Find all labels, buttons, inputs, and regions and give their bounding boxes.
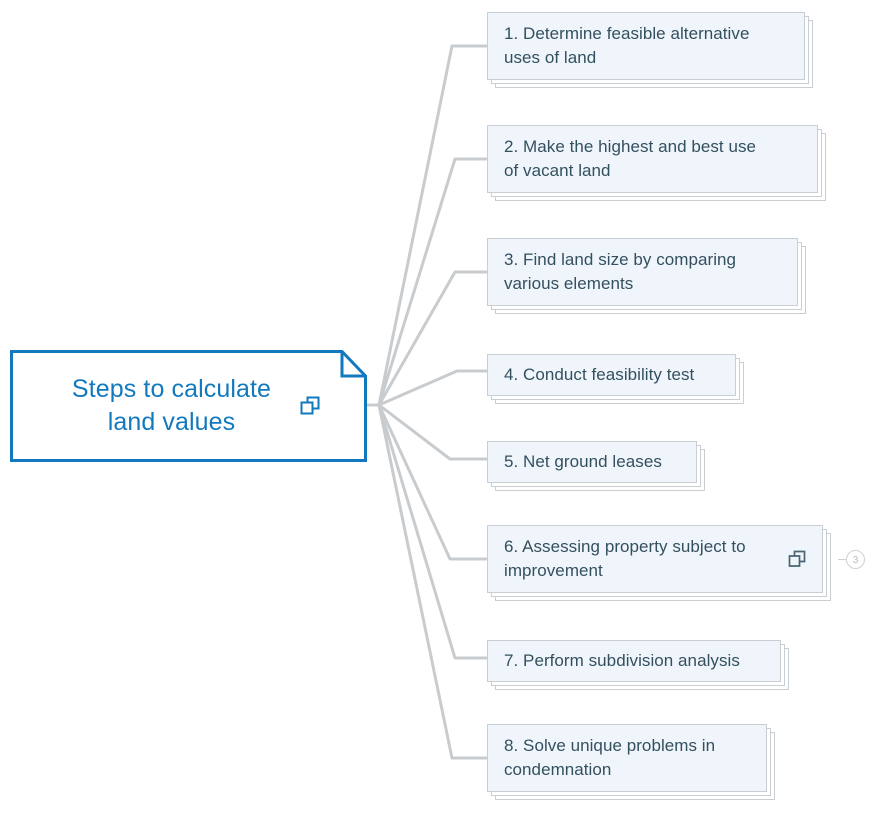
connector-7	[377, 403, 489, 660]
node-face[interactable]: 7. Perform subdivision analysis	[487, 640, 781, 682]
child-node-5[interactable]: 5. Net ground leases	[487, 441, 711, 493]
connector-3	[376, 270, 489, 408]
node-face[interactable]: 5. Net ground leases	[487, 441, 697, 483]
collapsed-children-badge[interactable]: 3	[846, 550, 865, 569]
child-node-7[interactable]: 7. Perform subdivision analysis	[487, 640, 795, 692]
node-label: 7. Perform subdivision analysis	[504, 651, 740, 670]
collapsed-badge-stub	[838, 559, 847, 560]
child-node-4[interactable]: 4. Conduct feasibility test	[487, 354, 750, 406]
connector-2	[377, 157, 489, 407]
connector-1	[377, 44, 489, 407]
connector-6	[377, 403, 489, 561]
connector-5	[376, 402, 489, 461]
connector-8	[377, 403, 489, 760]
node-label: 5. Net ground leases	[504, 452, 662, 471]
node-label: 4. Conduct feasibility test	[504, 365, 695, 384]
root-node-shape	[10, 350, 367, 462]
connector-4	[377, 369, 489, 407]
copy-icon[interactable]	[787, 550, 807, 568]
node-face[interactable]: 4. Conduct feasibility test	[487, 354, 736, 396]
copy-icon[interactable]	[299, 396, 321, 416]
